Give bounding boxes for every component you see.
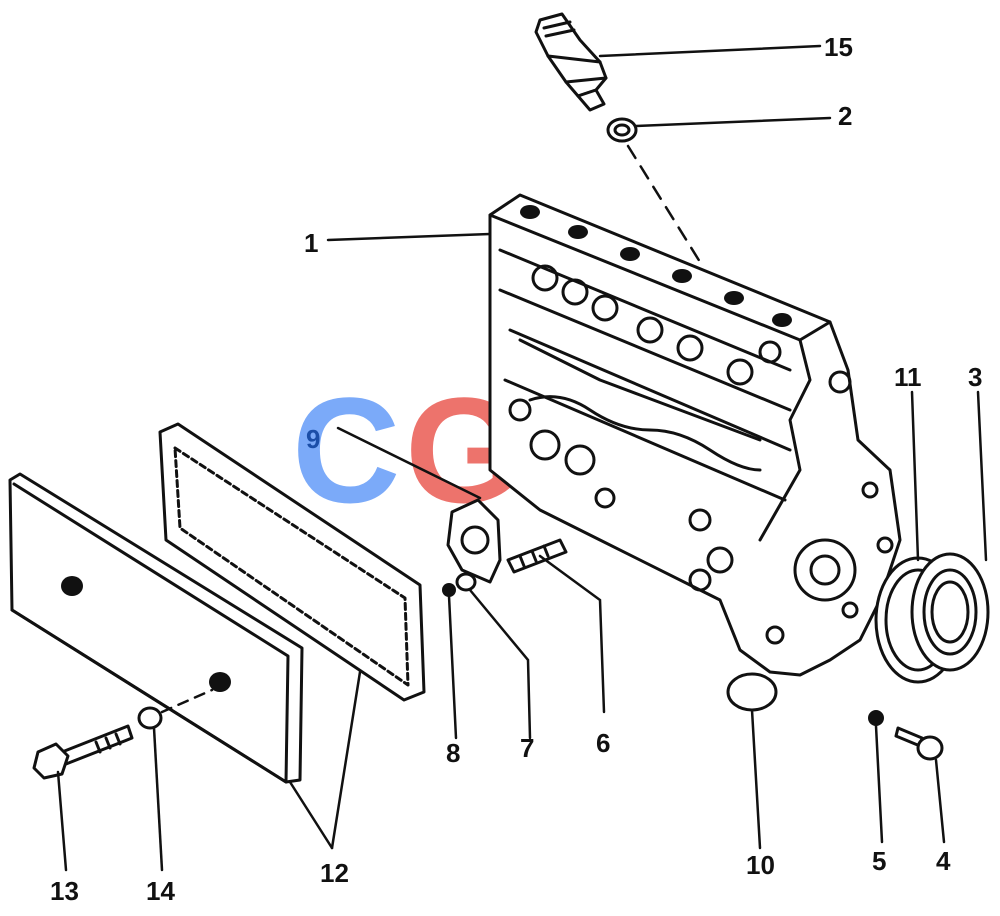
part-1-engine-block[interactable] (488, 193, 902, 677)
callout-3: 3 (968, 362, 982, 392)
callout-5: 5 (872, 846, 886, 876)
part-4-cap-screw[interactable] (894, 726, 944, 761)
callout-9: 9 (306, 424, 320, 454)
callout-1: 1 (304, 228, 318, 258)
part-5-lock-washer[interactable] (868, 710, 884, 726)
leader-12b (330, 670, 362, 850)
callout-14: 14 (146, 876, 175, 906)
callout-11: 11 (894, 362, 922, 392)
part-8-nut[interactable] (442, 583, 456, 597)
callout-10: 10 (746, 850, 775, 880)
part-3-seal-retainer[interactable] (910, 552, 990, 672)
leader-9 (336, 426, 482, 500)
leader-12a (288, 780, 334, 850)
callout-6: 6 (596, 728, 610, 758)
assembly-path-2 (626, 144, 702, 264)
part-6-stud[interactable] (506, 538, 568, 574)
leader-7 (468, 588, 532, 740)
part-7-washer[interactable] (455, 572, 477, 592)
callout-8: 8 (446, 738, 460, 768)
callout-2: 2 (838, 101, 852, 131)
callout-labels: 15 2 1 9 11 3 8 7 6 10 5 4 12 13 14 (50, 32, 982, 906)
callout-15: 15 (824, 32, 853, 62)
leader-8 (447, 594, 458, 740)
callout-7: 7 (520, 733, 534, 763)
leader-1 (326, 232, 492, 242)
leader-10 (750, 708, 762, 850)
part-10-expansion-plug[interactable] (726, 672, 778, 712)
leader-11 (910, 390, 920, 562)
callout-13: 13 (50, 876, 79, 906)
part-14-washer[interactable] (137, 706, 163, 730)
callout-12: 12 (320, 858, 349, 888)
leader-14 (152, 726, 164, 872)
leader-5 (874, 724, 884, 844)
leader-13 (56, 770, 68, 872)
part-2-washer[interactable] (606, 117, 638, 143)
callout-4: 4 (936, 846, 951, 876)
part-12-gasket[interactable] (158, 422, 426, 702)
assembly-path-14 (160, 688, 214, 714)
leader-2 (634, 116, 832, 128)
leader-lines (56, 44, 988, 872)
part-13-bolt[interactable] (32, 724, 134, 780)
part-12-side-cover[interactable] (8, 472, 304, 784)
leader-3 (976, 390, 988, 562)
leader-6 (538, 554, 606, 714)
part-15-sensor[interactable] (534, 12, 608, 112)
leader-4 (934, 758, 946, 844)
leader-15 (598, 44, 822, 58)
part-9-cover-plate[interactable] (446, 498, 502, 584)
